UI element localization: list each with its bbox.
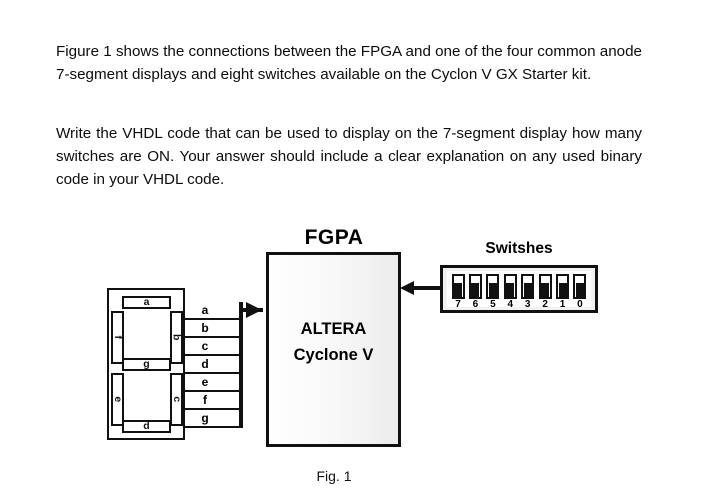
fpga-title: FGPA (304, 226, 364, 249)
segment-wire-c-line (185, 353, 241, 356)
switch-6[interactable]: 6 (467, 274, 483, 310)
switch-bank-inner: 7 6 5 4 3 (447, 271, 591, 310)
segment-wire-f-label: f (203, 393, 207, 408)
switch-3[interactable]: 3 (520, 274, 536, 310)
segment-wire-e-label: e (201, 375, 209, 390)
fpga-block: ALTERA Cyclone V (266, 252, 401, 447)
segment-wire-f: f (185, 392, 241, 410)
switch-5-label: 5 (490, 299, 496, 310)
switch-4[interactable]: 4 (502, 274, 518, 310)
switch-4-slider[interactable] (506, 282, 515, 297)
switch-1[interactable]: 1 (555, 274, 571, 310)
switch-7[interactable]: 7 (450, 274, 466, 310)
switch-0-label: 0 (577, 299, 583, 310)
segment-d: d (122, 420, 171, 433)
segment-wire-e: e (185, 374, 241, 392)
switch-1-body[interactable] (556, 274, 570, 299)
segment-wire-e-line (185, 389, 241, 392)
segment-wire-c-label: c (201, 339, 209, 354)
segment-b-label: b (170, 334, 183, 341)
arrow-right-icon (246, 302, 262, 318)
seven-segment-display: a f b g e c d (107, 288, 185, 440)
switch-6-label: 6 (472, 299, 479, 310)
switch-2-slider[interactable] (541, 282, 550, 297)
segment-g-label: g (143, 358, 150, 371)
segment-c: c (170, 373, 183, 426)
segment-wire-g-line (185, 425, 241, 428)
switch-5-slider[interactable] (488, 282, 497, 297)
question-paragraph-1: Figure 1 shows the connections between t… (56, 40, 642, 86)
segment-wire-a: a (185, 302, 241, 320)
segment-c-label: c (170, 396, 183, 403)
switch-4-label: 4 (507, 299, 514, 310)
switch-3-slider[interactable] (523, 282, 532, 297)
fpga-vendor-label: ALTERA (300, 320, 367, 338)
switch-2[interactable]: 2 (537, 274, 553, 310)
segment-wire-f-line (185, 407, 241, 410)
question-paragraph-2: Write the VHDL code that can be used to … (56, 122, 642, 191)
switches-title: Switshes (485, 240, 553, 257)
switch-7-body[interactable] (451, 274, 465, 299)
segment-g: g (122, 358, 171, 371)
segment-wire-a-line (185, 317, 241, 320)
switch-6-slider[interactable] (471, 282, 480, 297)
segment-wire-b-label: b (201, 321, 209, 336)
segment-d-label: d (143, 420, 150, 433)
segment-wire-d-line (185, 371, 241, 374)
paragraph-1-text: Figure 1 shows the connections between t… (56, 43, 642, 84)
segment-f-label: f (111, 335, 124, 340)
segment-wire-d: d (185, 356, 241, 374)
segment-wire-a-label: a (201, 303, 209, 318)
switch-bank: 7 6 5 4 3 (440, 265, 598, 313)
switch-2-label: 2 (542, 299, 548, 310)
switch-7-slider[interactable] (454, 282, 462, 297)
switch-0[interactable]: 0 (572, 274, 588, 310)
switch-0-slider[interactable] (575, 282, 584, 297)
segment-e-label: e (111, 396, 124, 403)
fpga-device-label: Cyclone V (293, 345, 374, 364)
fpga-block-label: ALTERA Cyclone V (269, 317, 398, 368)
segment-bus-line (239, 302, 243, 428)
switch-3-label: 3 (524, 299, 531, 310)
figure-diagram: FGPA ALTERA Cyclone V a f b g e c d a b (0, 210, 720, 490)
switch-2-body[interactable] (538, 274, 552, 299)
paragraph-2-text: Write the VHDL code that can be used to … (56, 125, 642, 189)
segment-wire-c: c (185, 338, 241, 356)
segment-wire-g: g (185, 410, 241, 428)
segment-a: a (122, 296, 171, 309)
segment-wire-g-label: g (201, 411, 209, 426)
segment-e: e (111, 373, 124, 426)
arrow-left-icon (400, 281, 414, 295)
switch-6-body[interactable] (468, 274, 482, 299)
switch-5-body[interactable] (486, 274, 500, 299)
switch-4-body[interactable] (503, 274, 517, 299)
switch-7-label: 7 (455, 299, 461, 310)
segment-wire-group: a b c d e f g (185, 302, 241, 428)
switch-3-body[interactable] (521, 274, 535, 299)
segment-a-label: a (143, 296, 150, 309)
switch-1-label: 1 (559, 299, 566, 310)
switch-1-slider[interactable] (558, 282, 567, 297)
segment-b: b (170, 311, 183, 364)
switch-bus-line (412, 286, 442, 290)
figure-caption: Fig. 1 (316, 468, 352, 484)
switch-5[interactable]: 5 (485, 274, 501, 310)
segment-f: f (111, 311, 124, 364)
segment-wire-d-label: d (201, 357, 209, 372)
segment-wire-b-line (185, 335, 241, 338)
segment-wire-b: b (185, 320, 241, 338)
switch-0-body[interactable] (573, 274, 587, 299)
